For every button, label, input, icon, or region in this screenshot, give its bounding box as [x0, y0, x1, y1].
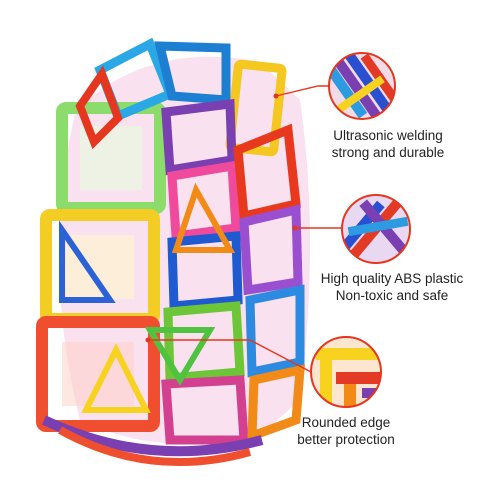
callout-title-abs: High quality ABS plastic [320, 271, 464, 286]
zoom-lens-abs [341, 194, 411, 264]
leader-lines [145, 85, 342, 373]
callout-caption-abs: High quality ABS plastic Non-toxic and s… [302, 270, 482, 304]
callout-title-welding: Ultrasonic welding [333, 128, 443, 143]
callout-caption-welding: Ultrasonic welding strong and durable [298, 127, 478, 161]
zoom-lens-welding [328, 52, 396, 120]
leader-dot-edge [145, 337, 151, 343]
zoom-lens-edge [310, 336, 382, 408]
leader-dot-abs [292, 225, 298, 231]
leader-line-edge [148, 339, 312, 373]
leader-line-welding [275, 85, 329, 97]
magnetic-tile-tower [36, 37, 310, 466]
callout-subtitle-welding: strong and durable [331, 145, 445, 160]
callout-subtitle-abs: Non-toxic and safe [335, 288, 449, 303]
callout-subtitle-edge: better protection [297, 432, 395, 447]
callout-title-edge: Rounded edge [301, 415, 391, 430]
callout-caption-edge: Rounded edge better protection [256, 414, 436, 448]
leader-dot-welding [273, 93, 279, 99]
